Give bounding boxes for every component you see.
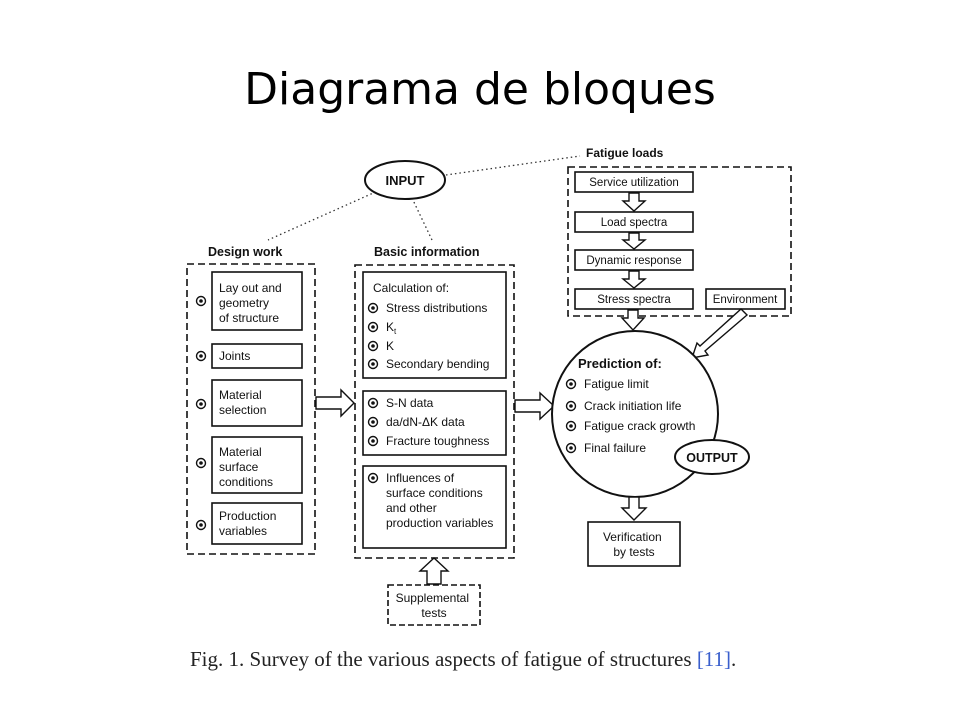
caption-end: . [731,647,737,671]
caption-reference-link[interactable]: [11] [696,647,732,671]
input-connector-fatigue [445,155,581,176]
service-utilization-label: Service utilization [589,177,678,189]
material-surface-box [211,436,303,494]
load-spectra-label: Load spectra [601,217,668,229]
k-label: K [386,339,394,353]
input-connector-design [267,189,381,241]
material-surface-label: Material surface conditions [219,445,273,489]
arrow-service-to-load [621,192,647,212]
output-ellipse [674,439,750,475]
caption-text: Fig. 1. Survey of the various aspects of… [190,647,697,671]
calculation-box [362,271,507,379]
design-work-group: Design work Lay out and geometry of stru… [186,245,316,555]
service-utilization-box [574,171,694,193]
material-data-box [362,390,507,456]
kt-label: Kt [386,320,397,336]
figure-caption: Fig. 1. Survey of the various aspects of… [190,647,810,672]
prediction-group: Prediction of: Fatigue limit Crack initi… [551,330,750,567]
bullet-icon [195,519,207,531]
slide-title: Diagrama de bloques [244,64,716,115]
environment-label: Environment [713,294,778,306]
verification-label: Verification by tests [603,530,665,559]
crack-initiation-label: Crack initiation life [584,399,682,413]
arrow-supplemental-to-basic [418,557,450,585]
supplemental-tests-label: Supplemental tests [396,591,473,620]
arrow-prediction-to-verification [620,496,648,521]
dynamic-response-box [574,249,694,271]
arrow-design-to-basic [315,388,355,418]
input-connector-basic [411,197,433,241]
prediction-title: Prediction of: [578,356,662,371]
final-failure-label: Final failure [584,441,646,455]
basic-information-title: Basic information [374,245,480,259]
production-variables-label: Production variables [219,509,280,538]
supplemental-tests-group: Supplemental tests [387,557,481,626]
arrow-load-to-dynamic [621,232,647,250]
arrow-environment-to-prediction [690,308,749,359]
fracture-toughness-label: Fracture toughness [386,434,489,448]
arrow-stress-to-prediction [620,309,646,332]
layout-geometry-box [211,271,303,331]
stress-spectra-label: Stress spectra [597,294,671,306]
arrow-dynamic-to-stress [621,270,647,289]
bullet-icon [195,295,207,307]
output-label: OUTPUT [686,451,738,465]
stress-distributions-label: Stress distributions [386,301,487,315]
crack-growth-label: Fatigue crack growth [584,419,695,433]
fatigue-limit-label: Fatigue limit [584,377,649,391]
layout-geometry-label: Lay out and geometry of structure [219,281,285,325]
input-label: INPUT [386,173,425,188]
fatigue-loads-group: Fatigue loads Service utilization Load s… [567,146,792,359]
dynamic-response-label: Dynamic response [586,255,681,267]
joints-label: Joints [219,349,250,363]
influences-box [362,465,507,549]
da-dn-data-label: da/dN-ΔK data [386,415,465,429]
basic-information-group: Basic information Calculation of: Stress… [354,245,515,559]
design-work-title: Design work [208,245,282,259]
material-selection-box [211,379,303,427]
input-ellipse [364,160,446,200]
fatigue-loads-title: Fatigue loads [586,146,664,160]
stress-spectra-box [574,288,694,310]
verification-box [587,521,681,567]
environment-box [705,288,786,310]
calculation-header: Calculation of: [373,281,449,295]
load-spectra-box [574,211,694,233]
bullet-icon [195,350,207,362]
influences-label: Influences of surface conditions and oth… [386,471,493,530]
bullet-icon [195,457,207,469]
fatigue-loads-frame [567,166,792,317]
bullet-icon [195,398,207,410]
production-variables-box [211,502,303,545]
material-selection-label: Material selection [219,388,266,417]
supplemental-tests-box [387,584,481,626]
input-node: INPUT [267,155,581,241]
joints-box [211,343,303,369]
arrow-basic-to-prediction [514,391,556,421]
secondary-bending-label: Secondary bending [386,357,489,371]
sn-data-label: S-N data [386,396,434,410]
